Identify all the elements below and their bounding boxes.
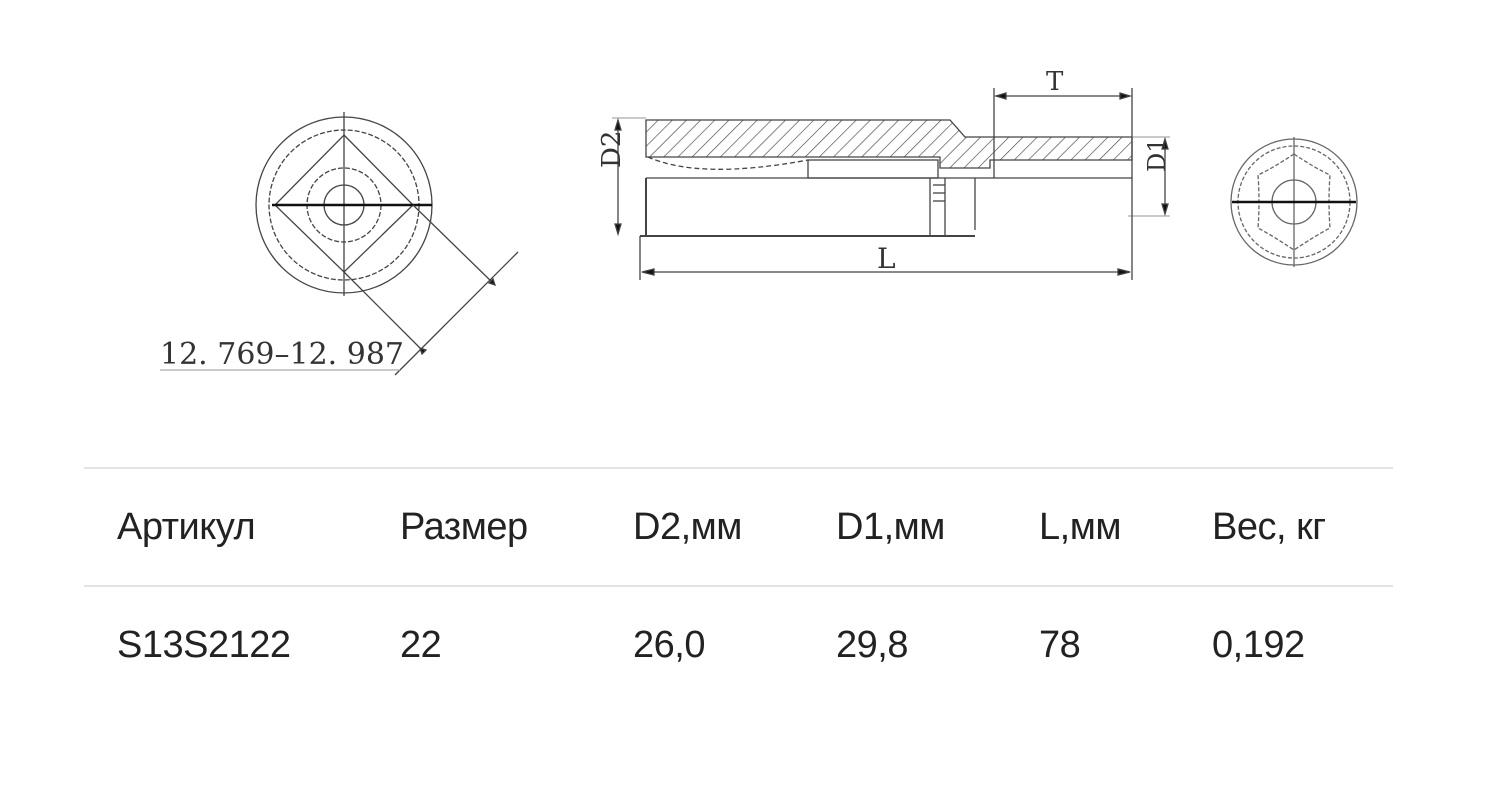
- side-view-drawing: [612, 88, 1170, 280]
- technical-drawing: 12. 769–12. 987: [160, 67, 1358, 376]
- l-label: L: [877, 242, 896, 275]
- rear-view-drawing: [1230, 137, 1358, 267]
- t-label: T: [1046, 67, 1064, 97]
- front-view-dimension-label: 12. 769–12. 987: [160, 337, 404, 372]
- cell-d2: 26,0: [633, 624, 705, 666]
- header-size: Размер: [400, 505, 528, 548]
- cell-size: 22: [400, 624, 442, 666]
- front-view-drawing: [160, 112, 519, 376]
- header-d1: D1,мм: [836, 505, 945, 548]
- cell-d1: 29,8: [836, 624, 908, 666]
- table-header-row: Артикул Размер D2,мм D1,мм L,мм Вес, кг: [84, 468, 1393, 586]
- table-row: S13S2122 22 26,0 29,8 78 0,192: [84, 586, 1393, 704]
- d1-label: D1: [1143, 137, 1171, 172]
- cell-weight: 0,192: [1212, 624, 1305, 666]
- header-weight: Вес, кг: [1212, 505, 1326, 548]
- d2-label: D2: [597, 131, 627, 168]
- header-d2: D2,мм: [633, 505, 742, 548]
- cell-l: 78: [1039, 624, 1081, 666]
- cell-article: S13S2122: [117, 624, 291, 666]
- header-article: Артикул: [117, 505, 256, 548]
- header-l: L,мм: [1039, 505, 1121, 548]
- spec-table: Артикул Размер D2,мм D1,мм L,мм Вес, кг …: [84, 467, 1393, 704]
